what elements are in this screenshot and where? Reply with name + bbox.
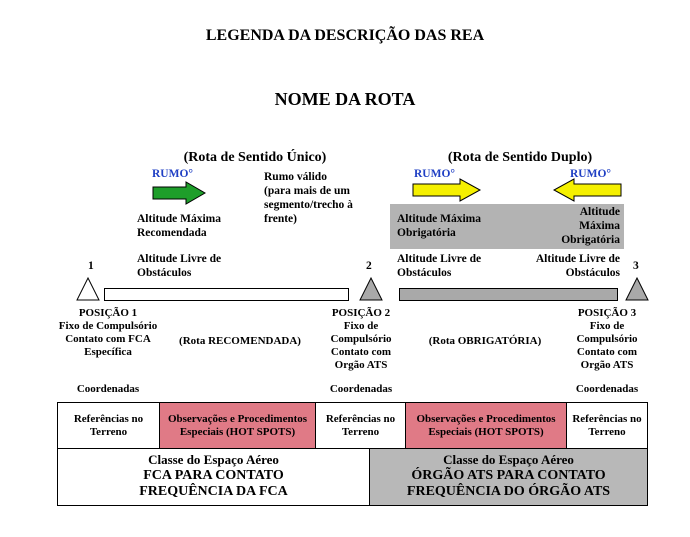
mandatory-route-band: [399, 288, 618, 301]
airspace-left-box: Classe do Espaço Aéreo FCA PARA CONTATO …: [57, 448, 370, 506]
alt-free-two-way-left: Altitude Livre de Obstáculos: [397, 253, 482, 279]
alt-max-recommended: Altitude Máxima Recomendada: [137, 213, 222, 239]
airspace-right-contact: ÓRGÃO ATS PARA CONTATO: [411, 468, 606, 483]
rumo-note: Rumo válido (para mais de um segmento/tr…: [264, 171, 353, 225]
hot-spots-1: Observações e Procedimentos Especiais (H…: [159, 402, 316, 449]
mandatory-altitude-box: [390, 204, 624, 249]
position-3-triangle-icon: [625, 277, 649, 301]
position-1-number: 1: [88, 260, 94, 272]
airspace-right-class: Classe do Espaço Aéreo: [443, 452, 574, 467]
position-1-triangle-icon: [76, 277, 100, 301]
rumo-label-two-way-left: RUMO°: [414, 168, 456, 180]
alt-free-one-way: Altitude Livre de Obstáculos: [137, 253, 222, 279]
mandatory-route-label: (Rota OBRIGATÓRIA): [428, 335, 542, 347]
alt-max-mandatory-left: Altitude Máxima Obrigatória: [397, 213, 482, 239]
airspace-left-class: Classe do Espaço Aéreo: [148, 452, 279, 467]
airspace-left-contact: FCA PARA CONTATO: [143, 468, 284, 483]
position-3-label: POSIÇÃO 3: [577, 307, 637, 319]
rumo-label-one-way: RUMO°: [152, 168, 194, 180]
position-2-coords: Coordenadas: [329, 383, 393, 395]
green-arrow-icon: [152, 181, 206, 205]
legend-title: LEGENDA DA DESCRIÇÃO DAS REA: [205, 27, 485, 44]
hot-spots-2: Observações e Procedimentos Especiais (H…: [405, 402, 567, 449]
route-name: NOME DA ROTA: [274, 89, 416, 109]
yellow-arrow-right-icon: [412, 178, 482, 202]
position-1-label: POSIÇÃO 1: [78, 307, 138, 319]
airspace-right-box: Classe do Espaço Aéreo ÓRGÃO ATS PARA CO…: [369, 448, 648, 506]
position-2-number: 2: [366, 260, 372, 272]
position-2-label: POSIÇÃO 2: [331, 307, 391, 319]
yellow-arrow-left-icon: [552, 178, 622, 202]
hot-spots-2-text: Observações e Procedimentos Especiais (H…: [416, 412, 556, 438]
terrain-ref-3-text: Referências no Terreno: [572, 412, 642, 438]
position-3-coords: Coordenadas: [575, 383, 639, 395]
position-1-desc: Fixo de Compulsório Contato com FCA Espe…: [58, 320, 158, 358]
airspace-right-frequency: FREQUÊNCIA DO ÓRGÃO ATS: [406, 484, 611, 499]
position-2-desc: Fixo de Compulsório Contato com Orgão AT…: [330, 320, 392, 371]
terrain-ref-2: Referências no Terreno: [315, 402, 406, 449]
hot-spots-1-text: Observações e Procedimentos Especiais (H…: [167, 412, 308, 438]
two-way-header: (Rota de Sentido Duplo): [447, 150, 593, 165]
terrain-ref-3: Referências no Terreno: [566, 402, 648, 449]
recommended-route-label: (Rota RECOMENDADA): [179, 335, 301, 347]
position-2-triangle-icon: [359, 277, 383, 301]
rumo-label-two-way-right: RUMO°: [570, 168, 612, 180]
terrain-ref-1-text: Referências no Terreno: [73, 412, 144, 438]
terrain-ref-1: Referências no Terreno: [57, 402, 160, 449]
position-3-desc: Fixo de Compulsório Contato com Orgão AT…: [576, 320, 638, 371]
alt-max-mandatory-right: Altitude Máxima Obrigatória: [561, 206, 620, 246]
position-1-coords: Coordenadas: [76, 383, 140, 395]
alt-free-two-way-right: Altitude Livre de Obstáculos: [535, 253, 620, 279]
recommended-route-band: [104, 288, 349, 301]
airspace-left-frequency: FREQUÊNCIA DA FCA: [139, 484, 288, 499]
terrain-ref-2-text: Referências no Terreno: [325, 412, 396, 438]
one-way-header: (Rota de Sentido Único): [183, 150, 327, 165]
position-3-number: 3: [633, 260, 639, 272]
